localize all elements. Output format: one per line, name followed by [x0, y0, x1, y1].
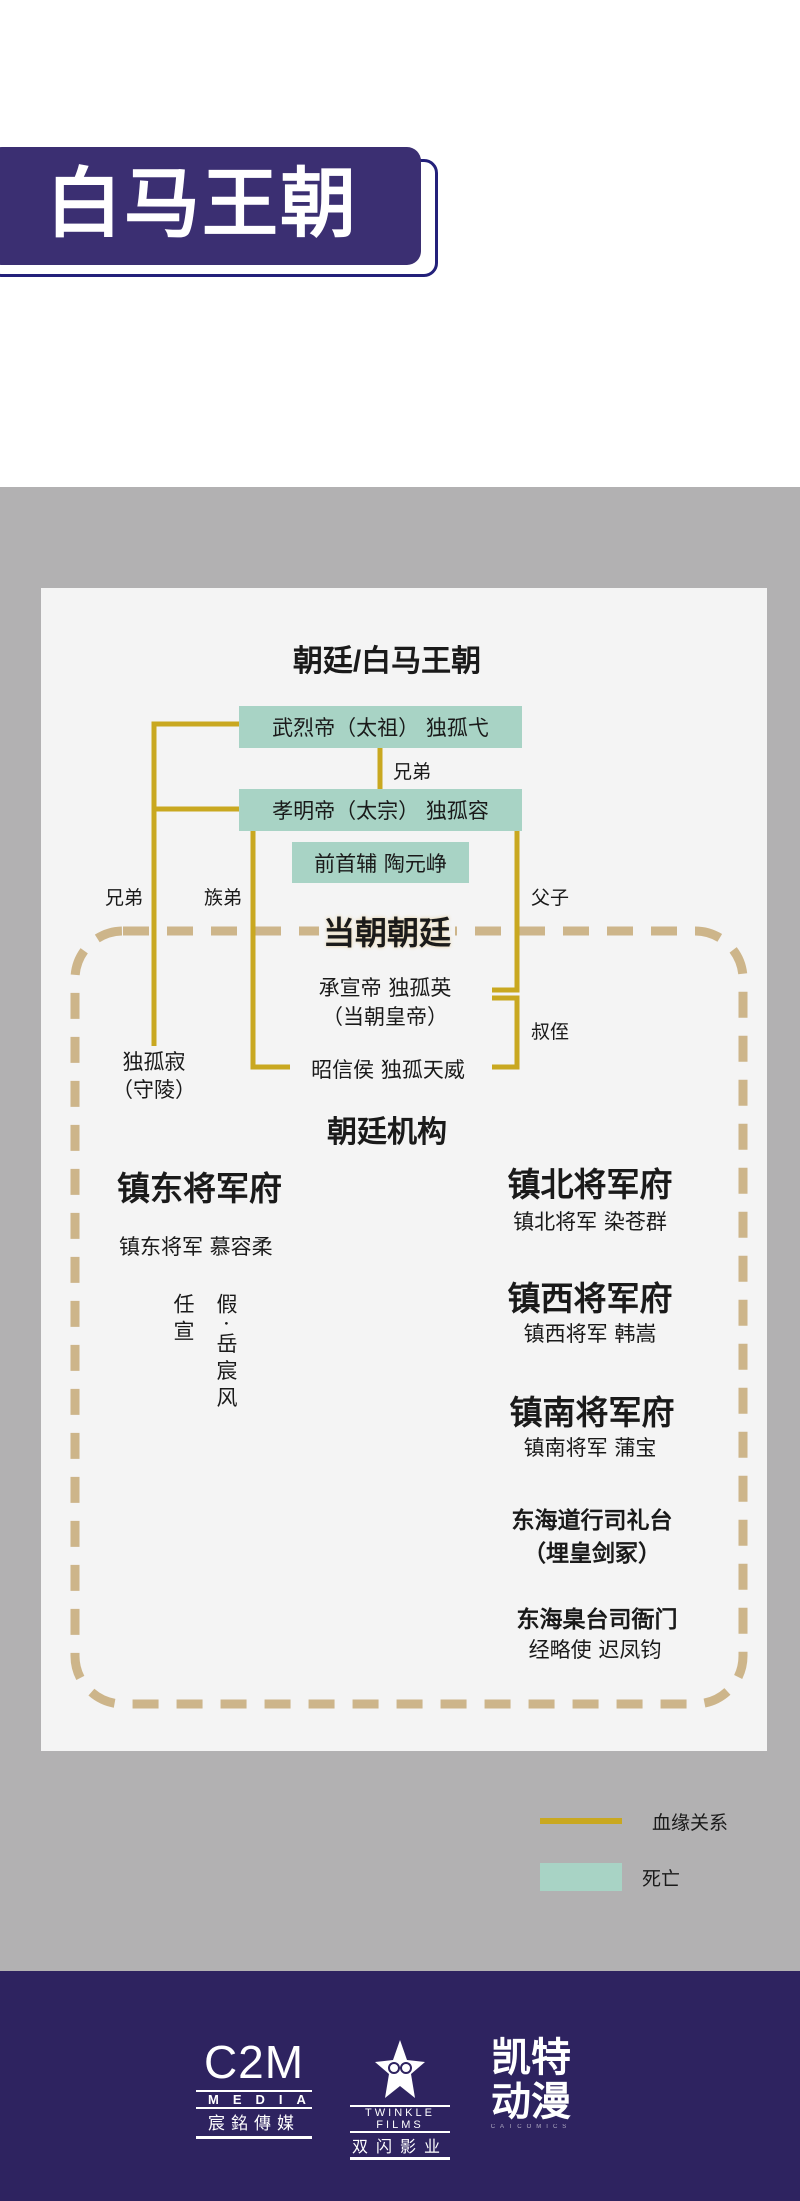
- c2m-logo-sub: MEDIA: [196, 2090, 312, 2109]
- relation-label-clan-brother: 族弟: [203, 887, 243, 909]
- relation-label-brothers-left: 兄弟: [104, 887, 144, 909]
- c2m-media-logo: C2M MEDIA 宸銘傳媒: [196, 2038, 312, 2139]
- catcomics-logo: 凯特动漫 CATCOMICS: [486, 2036, 576, 2130]
- star-mascot-icon: [375, 2040, 425, 2098]
- line-father-son: [492, 831, 520, 993]
- person-box-former-minister: 前首辅 陶元峥: [292, 842, 469, 883]
- legend-dead-label: 死亡: [642, 1868, 681, 1890]
- line-brothers-left: [151, 721, 239, 1046]
- twinkle-films-logo: TWINKLE FILMS 双闪影业: [350, 2040, 450, 2160]
- south-general: 镇南将军 蒲宝: [523, 1436, 657, 1460]
- diagram-panel: [41, 588, 767, 1751]
- relation-label-brothers-top: 兄弟: [393, 761, 432, 783]
- person-box-wulie: 武烈帝（太祖） 独孤弋: [239, 706, 522, 748]
- line-clan-brother: [250, 831, 290, 1070]
- catcomics-logo-text: 凯特动漫: [491, 2036, 571, 2124]
- judicial-office-sub: 经略使 迟凤钧: [528, 1638, 662, 1662]
- diagram-heading: 朝廷/白马王朝: [292, 645, 482, 678]
- north-general: 镇北将军 染苍群: [513, 1210, 667, 1234]
- institutions-heading: 朝廷机构: [327, 1116, 447, 1149]
- ritual-office-sub: （埋皇剑冢）: [523, 1540, 661, 1566]
- east-subordinate-renxuan: 任宣: [171, 1293, 195, 1347]
- title-banner: [0, 147, 421, 265]
- west-office-title: 镇西将军府: [507, 1280, 673, 1317]
- north-office-title: 镇北将军府: [507, 1166, 673, 1203]
- c2m-logo-text: C2M: [203, 2036, 305, 2088]
- relation-label-father-son: 父子: [530, 887, 570, 909]
- relation-label-uncle-nephew: 叔侄: [530, 1021, 570, 1043]
- person-box-xiaoming: 孝明帝（太宗） 独孤容: [239, 789, 522, 831]
- person-chengxuan-title: （当朝皇帝）: [322, 1005, 448, 1029]
- c2m-logo-cn: 宸銘傳媒: [196, 2109, 312, 2139]
- current-court-title: 当朝朝廷: [318, 908, 456, 954]
- east-subordinate-yuechenfeng: 假·岳宸风: [214, 1293, 238, 1414]
- south-office-title: 镇南将军府: [509, 1394, 675, 1431]
- person-zhaoxin: 昭信侯 独孤天威: [311, 1058, 465, 1082]
- twinkle-logo-text: TWINKLE FILMS: [350, 2105, 450, 2133]
- ritual-office-title: 东海道行司礼台: [511, 1507, 673, 1533]
- legend-dead-box: [540, 1863, 622, 1891]
- line-uncle-nephew: [492, 995, 520, 1070]
- person-duguji-title: （守陵）: [112, 1078, 196, 1102]
- person-duguji-name: 独孤寂: [122, 1050, 186, 1074]
- page-title: 白马王朝: [46, 162, 358, 247]
- legend-blood-label: 血缘关系: [652, 1812, 729, 1834]
- east-general: 镇东将军 慕容柔: [119, 1235, 273, 1259]
- west-general: 镇西将军 韩嵩: [523, 1322, 657, 1346]
- east-office-title: 镇东将军府: [117, 1170, 282, 1207]
- judicial-office-title: 东海臬台司衙门: [516, 1606, 678, 1632]
- catcomics-logo-sub: CATCOMICS: [490, 2124, 572, 2130]
- twinkle-logo-cn: 双闪影业: [350, 2133, 450, 2160]
- person-chengxuan-name: 承宣帝 独孤英: [318, 976, 452, 1000]
